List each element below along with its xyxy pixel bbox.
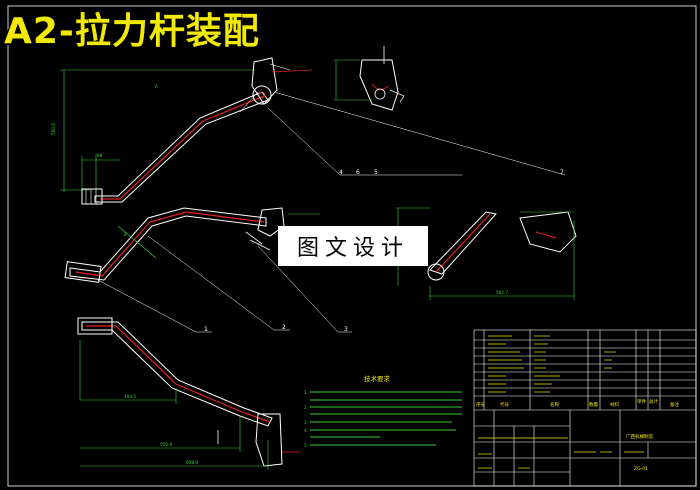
- svg-text:总计: 总计: [649, 398, 658, 405]
- svg-text:材料: 材料: [610, 401, 619, 408]
- tech-req-heading: 技术要求: [364, 374, 391, 383]
- balloon-1: 1: [204, 326, 208, 333]
- svg-text:序号: 序号: [476, 401, 485, 408]
- balloon-5: 5: [374, 169, 378, 176]
- svg-text:3.: 3.: [304, 420, 308, 425]
- svg-text:4.: 4.: [304, 428, 308, 433]
- dim-text-top-a: A: [155, 84, 158, 89]
- bracket-detail-view: [334, 46, 405, 111]
- sheet-frame: [7, 5, 697, 487]
- title-block: [473, 329, 697, 487]
- svg-text:8: 8: [124, 232, 127, 237]
- balloon-6: 6: [356, 169, 360, 176]
- bottom-rod-view: 404.5 550.8 608.0: [77, 317, 300, 470]
- middle-rod-core: [75, 211, 265, 277]
- svg-text:代号: 代号: [500, 401, 509, 408]
- svg-text:2.: 2.: [304, 405, 308, 410]
- balloon-4: 4: [339, 169, 343, 176]
- title-block-fill: [478, 437, 644, 469]
- svg-text:名称: 名称: [550, 401, 559, 408]
- dim-text-top-width: 88: [97, 153, 103, 158]
- balloon-2: 2: [282, 324, 286, 331]
- svg-text:404.5: 404.5: [124, 394, 136, 399]
- top-rod-grip: [81, 188, 103, 205]
- title-block-drawing-no: ZG-01: [634, 466, 648, 472]
- right-rod-ball: [427, 263, 445, 281]
- parts-list-fill: [488, 335, 616, 393]
- svg-text:5.: 5.: [304, 443, 308, 448]
- middle-rod-view: 8 1 2 3: [64, 207, 352, 333]
- dim-text-top-height: 560.0: [51, 123, 56, 135]
- title-block-text: 序号 代号 名称 数量 材料 单件 总计 备注 广西机械制造 ZG-01: [476, 335, 679, 472]
- balloon-7: 7: [560, 169, 564, 176]
- title-block-company: 广西机械制造: [626, 433, 653, 440]
- svg-text:单件: 单件: [637, 398, 646, 405]
- svg-text:1.: 1.: [304, 390, 308, 395]
- technical-requirements: 技术要求 1. 2. 3. 4. 5.: [304, 374, 462, 448]
- watermark-label: 图文设计: [278, 226, 428, 266]
- svg-text:608.0: 608.0: [186, 460, 198, 465]
- top-rod-view: 560.0 88 A 4 6: [51, 57, 566, 205]
- right-rod-view: 502.7 160: [388, 207, 577, 300]
- balloon-3: 3: [344, 326, 348, 333]
- top-rod-core: [100, 95, 265, 200]
- svg-text:备注: 备注: [670, 401, 679, 408]
- top-rod-outline: [94, 91, 269, 203]
- svg-text:数量: 数量: [589, 401, 598, 408]
- top-rod-hub: [252, 85, 272, 105]
- svg-text:502.7: 502.7: [496, 290, 508, 295]
- drawing-title: A2-拉力杆装配: [4, 11, 260, 52]
- middle-rod-outline: [69, 207, 267, 281]
- svg-text:550.8: 550.8: [160, 442, 172, 447]
